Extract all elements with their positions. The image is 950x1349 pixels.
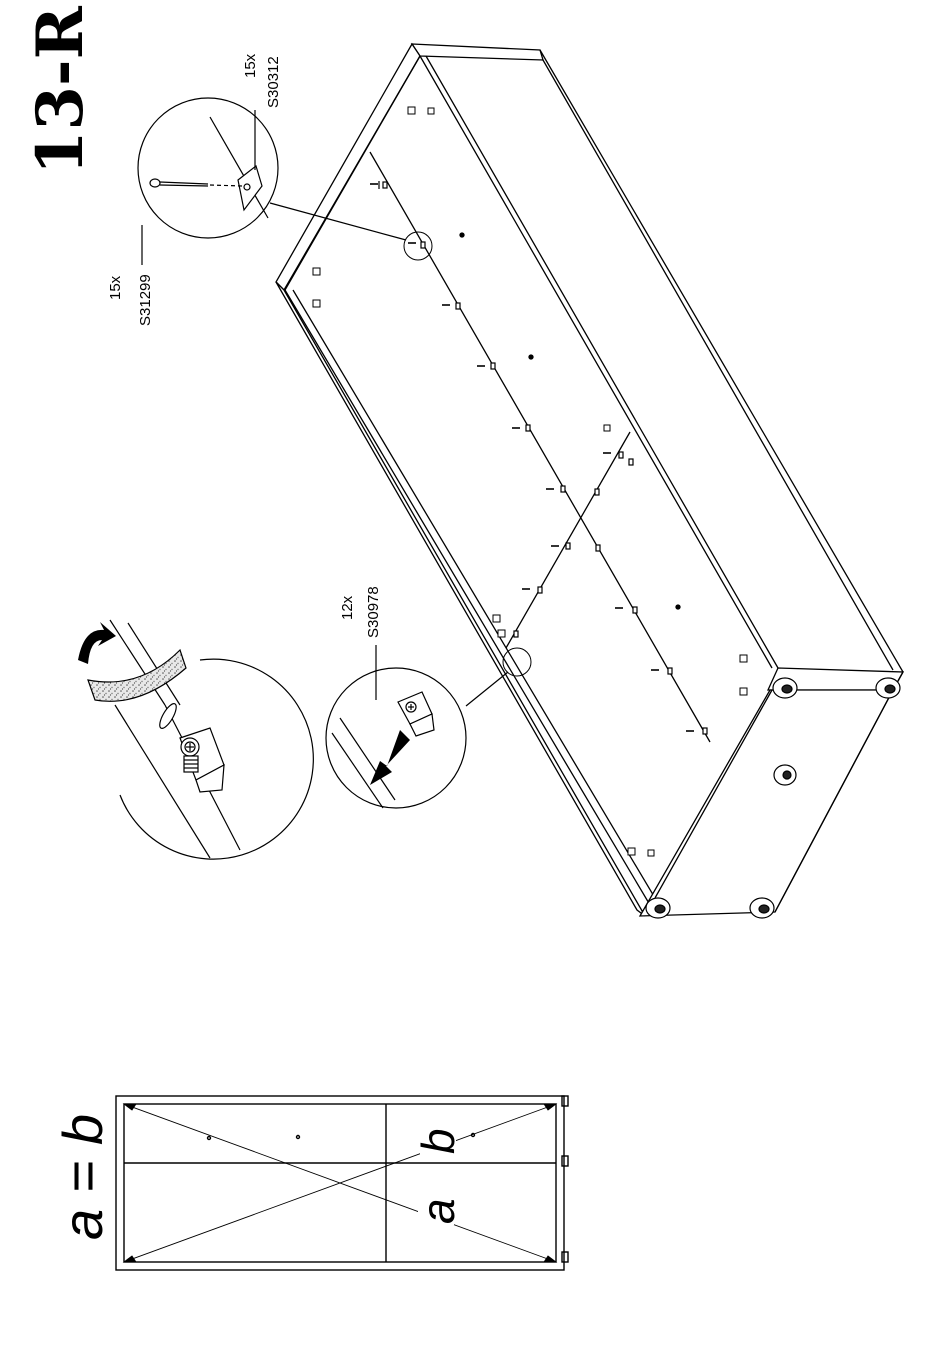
part-code-s31299: S31299 [137,274,154,326]
diagonal-b-label: b [412,1128,464,1154]
callout-marker-cam [503,648,531,676]
part-qty-s30312: 15x [242,53,259,78]
peel-direction-arrow [78,622,116,664]
detail-cam-insert [326,645,508,808]
nail-heads [370,184,694,731]
diagonal-check-drawing [116,1096,568,1270]
part-qty-s31299: 15x [107,275,124,300]
detail-nail [138,98,406,265]
part-qty-s30978: 12x [339,595,356,620]
detail-tape-peel [88,620,313,859]
diagonal-a-label: a [412,1198,464,1224]
formula-label: a = b [51,1114,114,1240]
part-code-s30978: S30978 [365,586,382,638]
part-code-s30312: S30312 [265,56,282,108]
step-label: 13-R [23,5,98,175]
